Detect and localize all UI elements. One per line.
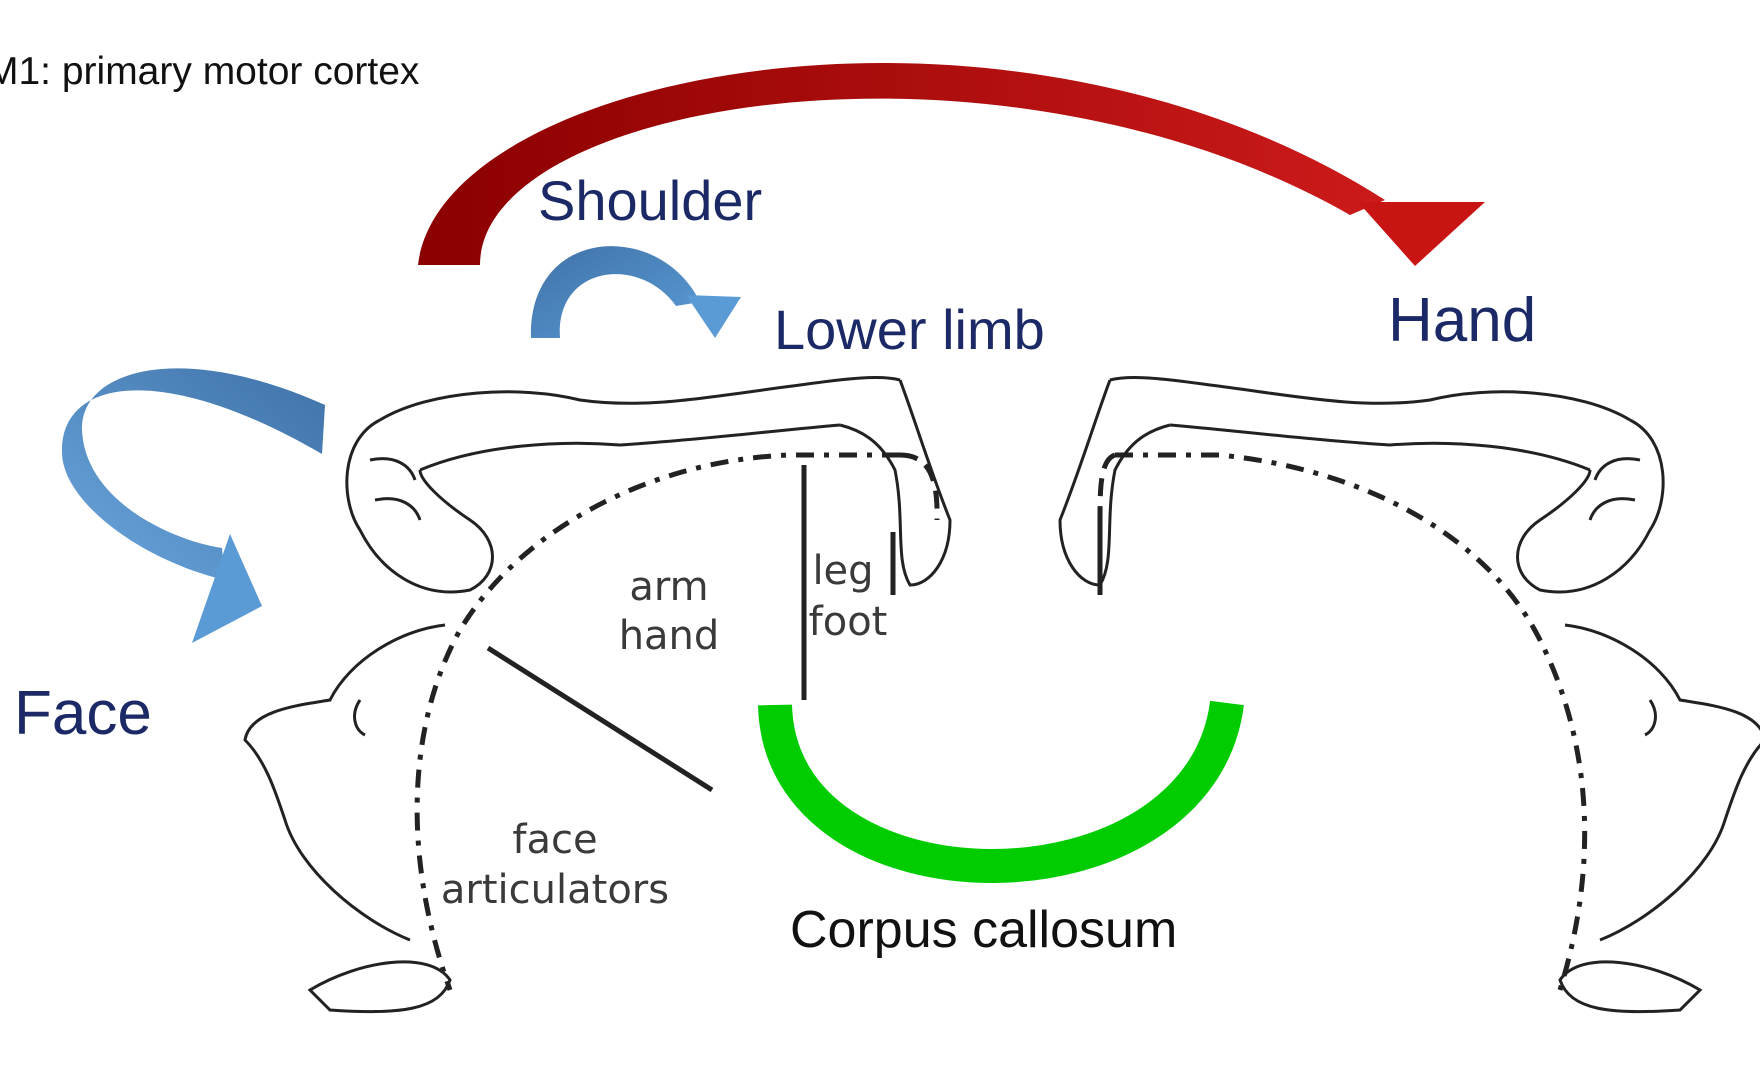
face-label: Face bbox=[14, 683, 152, 745]
diagram-title: M1: primary motor cortex bbox=[0, 52, 419, 91]
corpus-callosum-label: Corpus callosum bbox=[790, 904, 1177, 956]
map-label-hand: hand bbox=[614, 612, 724, 660]
map-label-foot: foot bbox=[808, 598, 888, 646]
map-label-arm: arm bbox=[624, 563, 714, 611]
shoulder-label: Shoulder bbox=[538, 173, 762, 229]
map-label-articulators: articulators bbox=[440, 866, 670, 914]
hand-arrow bbox=[418, 63, 1485, 266]
hand-label: Hand bbox=[1388, 290, 1536, 352]
lower-limb-label: Lower limb bbox=[774, 302, 1045, 358]
map-label-face: face bbox=[500, 816, 610, 864]
corpus-callosum-arc bbox=[775, 703, 1227, 866]
shoulder-arrow bbox=[531, 246, 741, 338]
map-label-leg: leg bbox=[808, 547, 878, 595]
face-arrow bbox=[62, 368, 325, 643]
